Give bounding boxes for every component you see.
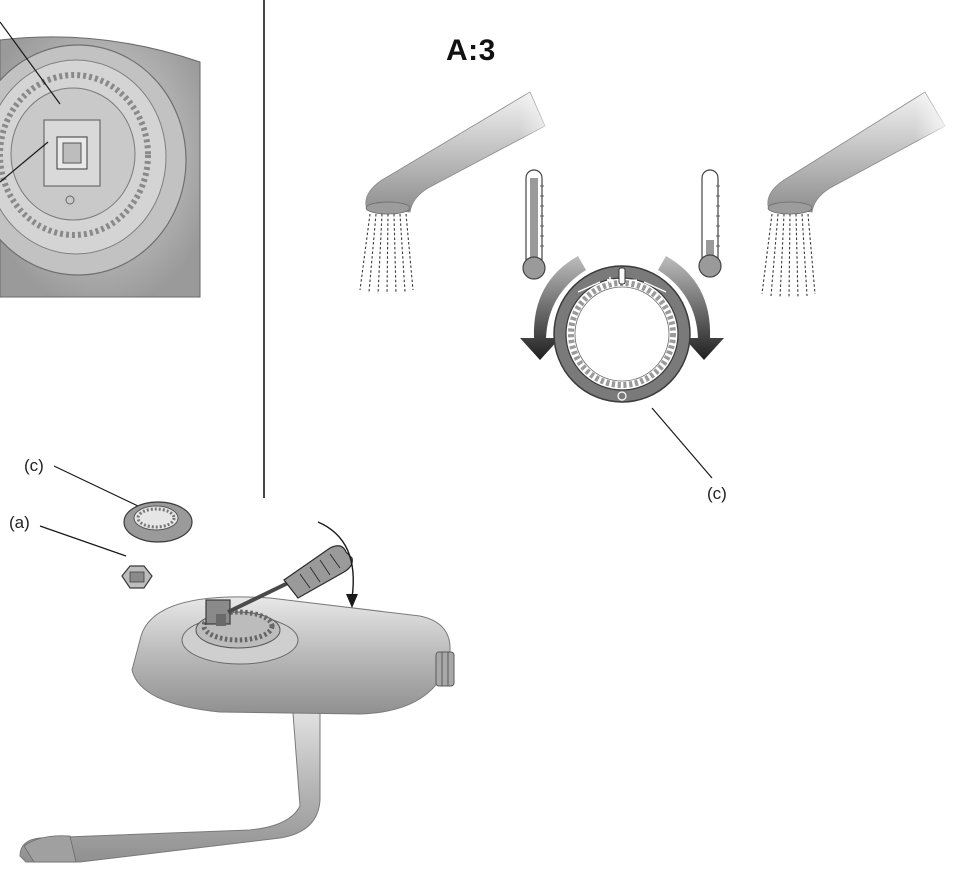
screwdriver-icon <box>227 545 353 614</box>
step-title: A:3 <box>446 34 496 67</box>
water-spray-cold <box>761 213 816 299</box>
rotate-left-arrow-icon <box>520 256 586 360</box>
exploded-cartridge-nut <box>121 565 153 589</box>
leader-line-c-exploded <box>53 465 139 507</box>
leader-line-a-exploded <box>39 525 127 557</box>
spout-cold <box>767 80 957 215</box>
mixer-body <box>19 596 455 863</box>
thermometer-cold-icon <box>698 169 722 278</box>
ring-plus-mark: + <box>606 273 613 287</box>
spout-hot <box>365 80 570 215</box>
cartridge-detail-view <box>0 21 201 298</box>
ring-minus-mark: − <box>630 273 637 287</box>
turn-direction-arrow-icon <box>317 521 358 608</box>
callout-a-exploded: (a) <box>9 513 30 532</box>
thermometer-hot-icon <box>522 169 546 280</box>
callout-c-ring: (c) <box>707 484 727 503</box>
exploded-ring-part <box>123 501 193 543</box>
rotate-right-arrow-icon <box>658 256 724 360</box>
adjustment-ring: + − <box>553 265 691 403</box>
callout-c-exploded: (c) <box>24 456 44 475</box>
water-spray-hot <box>359 213 414 295</box>
leader-line-ring <box>651 407 713 479</box>
